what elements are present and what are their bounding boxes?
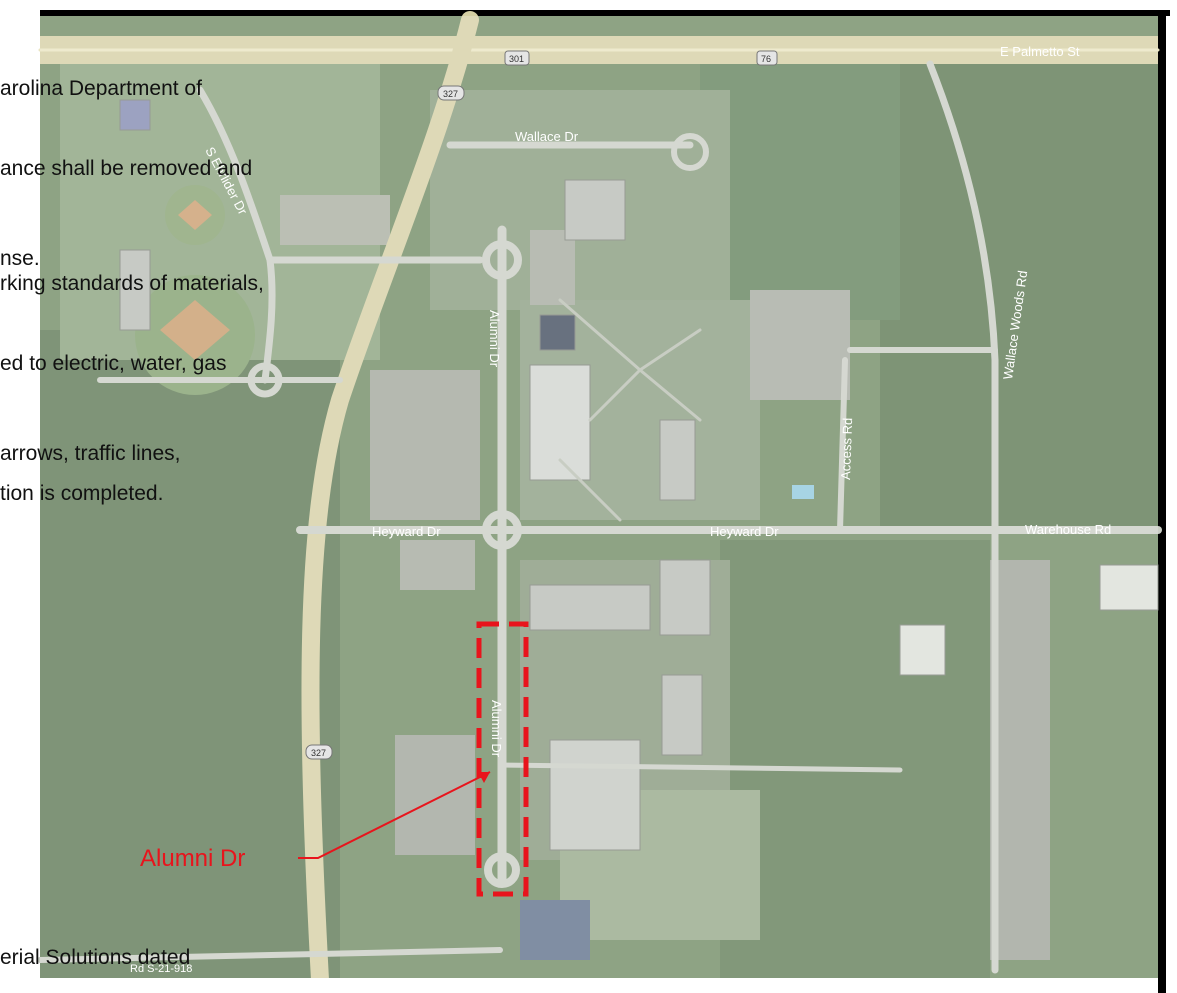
parking-lot [990,560,1050,960]
parking-lot [280,195,390,245]
note-line: ed to electric, water, gas [0,352,227,375]
svg-text:327: 327 [311,748,326,758]
parking-lot [750,290,850,400]
road-label-warehouse: Warehouse Rd [1025,522,1111,537]
map-frame-top [40,10,1170,16]
road-bottom [37,947,503,963]
note-line: erial Solutions dated [0,946,191,969]
forest-west [40,330,340,978]
road-label-e-palmetto: E Palmetto St [1000,44,1080,59]
road-label-wallace-dr: Wallace Dr [515,129,579,144]
road-label-alumni-north: Alumni Dr [487,310,502,368]
building [529,584,651,631]
note-line: arolina Department of [0,77,202,100]
building [899,624,946,676]
roundabout [482,240,522,280]
callout-leader-line [298,771,491,859]
road-label-access: Access Rd [838,417,855,480]
callout-arrowhead [478,772,490,783]
forest-southeast [720,540,990,980]
note-line: arrows, traffic lines, [0,442,181,465]
forest-middle-east [700,60,900,320]
parking-lot [370,370,480,520]
map-frame-right [1158,10,1166,993]
road-label-alumni-south: Alumni Dr [489,700,504,758]
parking-lot [400,540,475,590]
svg-text:301: 301 [509,54,524,64]
road-s-ehrlich [196,86,276,384]
building [119,249,151,331]
callout-label: Alumni Dr [140,845,246,872]
note-line: ance shall be removed and [0,157,253,180]
road-wallace-woods [926,60,999,974]
building [659,559,711,636]
building [659,419,696,501]
infield [160,300,230,360]
forest-east [880,60,1158,530]
infield [178,200,212,230]
roundabout [484,852,520,888]
building [549,739,641,851]
route-shield-us76: 76 [756,50,778,66]
cul-de-sac [671,133,709,171]
building [661,674,703,756]
tennis-courts [520,900,590,960]
building [539,314,576,351]
svg-text:327: 327 [443,89,458,99]
building [119,99,151,131]
building [564,179,626,241]
note-line: tion is completed. [0,482,164,505]
road-access [837,357,848,533]
road-label-heyward-east: Heyward Dr [710,524,779,539]
map-bottom-margin [40,978,1158,993]
campus-paths [558,298,702,522]
map-wash [40,16,1158,978]
route-shield-sc327-south: 327 [305,744,333,760]
route-shield-us301: 301 [504,50,530,66]
pool [792,485,814,499]
note-line: nse. [0,247,40,270]
parking-lot [395,735,475,855]
highlight-box-alumni-dr [476,621,529,897]
road-label-heyward-west: Heyward Dr [372,524,441,539]
building [1099,564,1159,611]
route-shield-sc327-north: 327 [437,85,465,101]
road-southeast [499,762,903,773]
road-label-bottom: Rd S-21-918 [130,963,192,975]
note-line: rking standards of materials, [0,272,264,295]
svg-text:76: 76 [761,54,771,64]
parking-lot [530,230,575,305]
